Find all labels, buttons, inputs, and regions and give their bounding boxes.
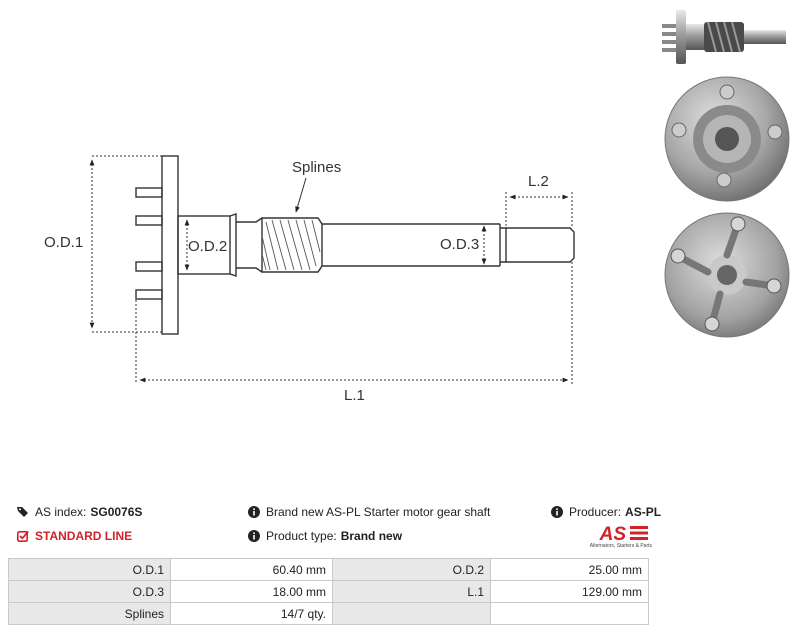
as-logo-mark: AS (599, 524, 648, 545)
table-row: O.D.3 18.00 mm L.1 129.00 mm (8, 580, 649, 603)
description-text: Brand new AS-PL Starter motor gear shaft (266, 505, 491, 519)
technical-drawing: O.D.1 O.D.2 O.D.3 L.1 L.2 Splines (44, 155, 575, 404)
logo-subtitle: Alternators, Starters & Parts (589, 543, 652, 549)
od2-label: O.D.2 (188, 238, 227, 255)
spec-label-l1: L.1 (332, 580, 491, 603)
spec-label-od3: O.D.3 (8, 580, 171, 603)
table-row: Splines 14/7 qty. (8, 602, 649, 625)
l1-label: L.1 (344, 387, 365, 404)
spec-table: O.D.1 60.40 mm O.D.2 25.00 mm O.D.3 18.0… (8, 558, 649, 625)
as-index: AS index: SG0076S (17, 505, 142, 519)
checkbox-checked-icon (17, 530, 29, 542)
spec-label-od1: O.D.1 (8, 558, 171, 581)
info-icon (248, 530, 260, 542)
spec-value-splines: 14/7 qty. (170, 602, 333, 625)
info-row-1: AS index: SG0076S Brand new AS-PL Starte… (0, 505, 800, 525)
spec-label-od2: O.D.2 (332, 558, 491, 581)
l2-label: L.2 (528, 173, 549, 190)
product-type: Product type: Brand new (248, 529, 402, 543)
as-pl-logo: AS Alternators, Starters & Parts (586, 523, 652, 551)
gear-shaft-side-photo (662, 10, 786, 64)
spec-value-od2: 25.00 mm (490, 558, 649, 581)
od3-label: O.D.3 (440, 236, 479, 253)
svg-text:AS: AS (599, 524, 627, 543)
flange-back-photo (664, 212, 790, 338)
dimension-lines (89, 155, 573, 384)
producer-value: AS-PL (625, 505, 662, 519)
od1-label: O.D.1 (44, 234, 83, 251)
product-line: STANDARD LINE (17, 529, 132, 543)
info-icon (551, 506, 563, 518)
spec-value-l1: 129.00 mm (490, 580, 649, 603)
as-index-value: SG0076S (90, 505, 143, 519)
spec-value-od3: 18.00 mm (170, 580, 333, 603)
producer: Producer: AS-PL (551, 505, 661, 519)
tag-icon (17, 506, 29, 518)
producer-label: Producer: (569, 505, 622, 519)
spec-label-splines: Splines (8, 602, 171, 625)
spec-value-empty (490, 602, 649, 625)
shaft-outline (135, 155, 575, 335)
product-type-value: Brand new (340, 529, 403, 543)
product-type-label: Product type: (266, 529, 337, 543)
spec-value-od1: 60.40 mm (170, 558, 333, 581)
spline-teeth (261, 219, 321, 271)
standard-line-label: STANDARD LINE (35, 529, 133, 543)
info-icon (248, 506, 260, 518)
table-row: O.D.1 60.40 mm O.D.2 25.00 mm (8, 558, 649, 581)
splines-label: Splines (292, 159, 341, 176)
info-row-2: STANDARD LINE Product type: Brand new (0, 529, 800, 549)
flange-front-photo (664, 76, 790, 202)
spec-label-empty (332, 602, 491, 625)
description: Brand new AS-PL Starter motor gear shaft (248, 505, 490, 519)
as-index-label: AS index: (35, 505, 87, 519)
